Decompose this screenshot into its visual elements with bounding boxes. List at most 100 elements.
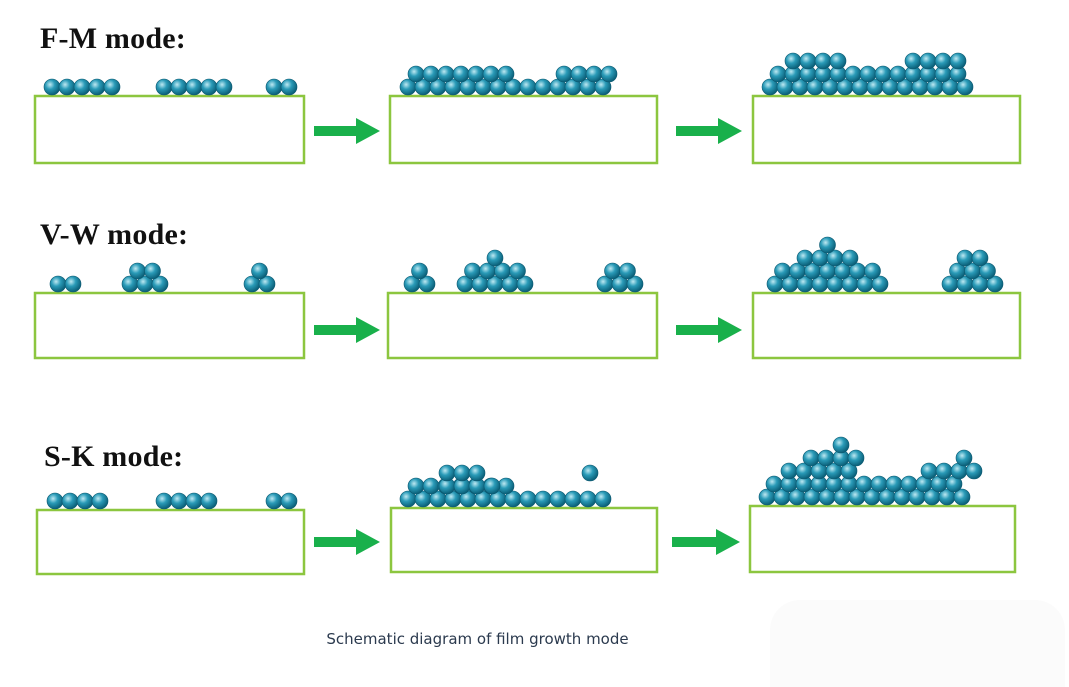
atom (49, 275, 67, 293)
atom (555, 65, 573, 83)
atom (438, 464, 456, 482)
atom (949, 52, 967, 70)
atom (468, 464, 486, 482)
atom (58, 78, 76, 96)
atom (215, 78, 233, 96)
atom (564, 490, 582, 508)
atom (155, 78, 173, 96)
atom (769, 65, 787, 83)
atom (251, 262, 268, 280)
atom (919, 52, 937, 70)
atom (129, 262, 146, 280)
atom (840, 462, 858, 480)
atom (497, 65, 515, 83)
atom (796, 249, 814, 267)
atom (519, 490, 537, 508)
substrate-box (386, 291, 659, 360)
atom (534, 78, 552, 96)
right-arrow-icon (672, 529, 740, 555)
right-arrow-icon (676, 317, 742, 343)
atom (91, 492, 109, 510)
atom (509, 262, 526, 280)
atom (971, 249, 989, 267)
atom (594, 490, 612, 508)
atom (965, 462, 983, 480)
atom (774, 262, 791, 280)
atom (452, 65, 470, 83)
atom (418, 275, 436, 293)
atom (832, 436, 850, 454)
atom (904, 52, 922, 70)
atom (802, 449, 820, 467)
sk-mode-title: S-K mode: (44, 440, 184, 473)
atom (847, 449, 865, 467)
atom (422, 477, 440, 495)
atom (934, 52, 952, 70)
atom (453, 464, 471, 482)
atom (784, 52, 802, 70)
atom (604, 262, 621, 280)
atom (519, 78, 537, 96)
atom (885, 475, 903, 493)
atom (953, 488, 971, 506)
fm-mode-title: F-M mode: (40, 22, 186, 55)
atom (765, 475, 783, 493)
right-arrow-icon (314, 118, 380, 144)
atom (422, 65, 440, 83)
atom (155, 492, 173, 510)
atom (799, 52, 817, 70)
substrate-box (751, 291, 1022, 360)
atom (185, 78, 203, 96)
atom (467, 65, 485, 83)
atom (103, 78, 121, 96)
atom (185, 492, 203, 510)
vw-mode-title: V-W mode: (40, 218, 189, 251)
atom (859, 65, 877, 83)
figure-caption: Schematic diagram of film growth mode (326, 630, 629, 648)
atom (407, 477, 425, 495)
atom (280, 492, 298, 510)
atom (841, 249, 859, 267)
atom (46, 492, 64, 510)
atom (956, 249, 974, 267)
atom (920, 462, 938, 480)
atom (73, 78, 91, 96)
atom (88, 78, 106, 96)
substrate-box (388, 94, 659, 165)
atom (817, 449, 835, 467)
atom (864, 262, 881, 280)
atom (986, 275, 1004, 293)
atom (407, 65, 425, 83)
atom (844, 65, 862, 83)
atom (170, 78, 188, 96)
atom (151, 275, 169, 293)
atom (870, 475, 888, 493)
substrate-box (35, 508, 306, 576)
substrate-box (748, 504, 1017, 574)
atom (600, 65, 618, 83)
atom (411, 262, 428, 280)
atom (814, 52, 832, 70)
atom (516, 275, 534, 293)
atom (483, 477, 501, 495)
atom (874, 65, 892, 83)
atom (497, 477, 515, 495)
atom (585, 65, 603, 83)
atom (956, 78, 974, 96)
substrate-box (389, 506, 659, 574)
atom (900, 475, 918, 493)
atom (581, 464, 599, 482)
background-shape (770, 600, 1065, 687)
atom (200, 78, 218, 96)
atom (549, 490, 567, 508)
atom (619, 262, 636, 280)
atom (64, 275, 82, 293)
atom (482, 65, 500, 83)
atom (144, 262, 161, 280)
atom (76, 492, 94, 510)
right-arrow-icon (314, 317, 380, 343)
atom (280, 78, 298, 96)
atom (829, 52, 847, 70)
atom (855, 475, 873, 493)
